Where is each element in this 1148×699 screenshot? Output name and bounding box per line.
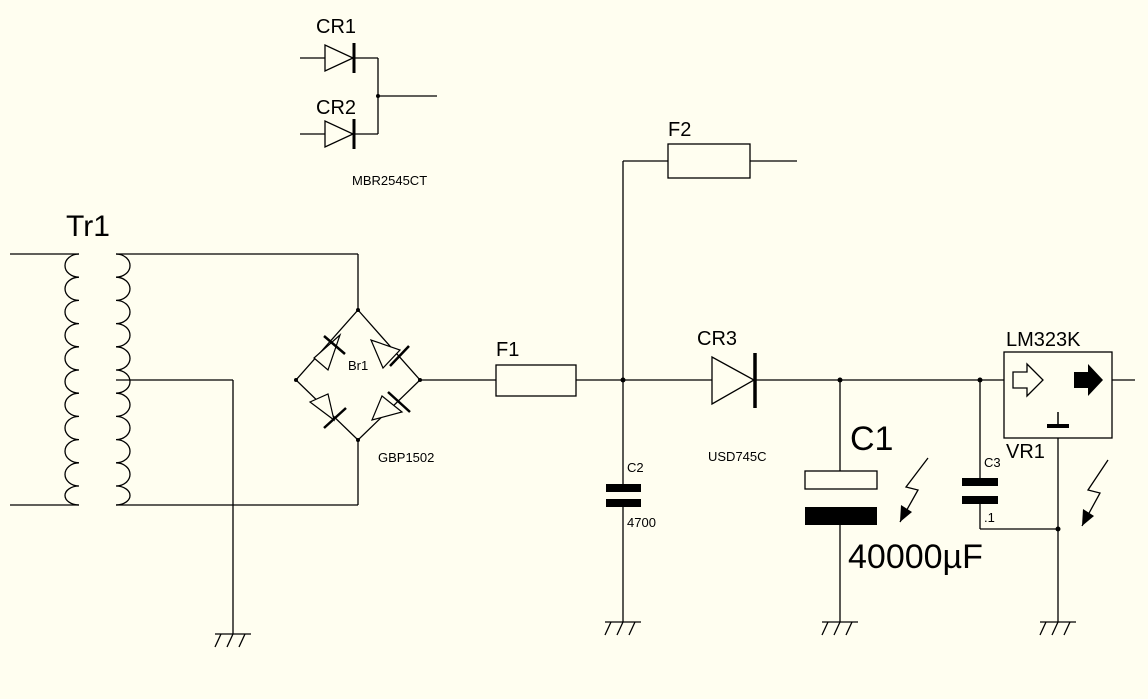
label-cr2: CR2 [316, 97, 356, 119]
capacitor-c2[interactable] [606, 484, 641, 507]
label-c3-value: .1 [984, 510, 995, 525]
ground-symbol [214, 633, 251, 648]
label-f1: F1 [496, 339, 519, 361]
label-c2-value: 4700 [627, 515, 656, 530]
dual-diode-cr1-cr2[interactable] [300, 43, 437, 149]
ground-symbol [1039, 621, 1076, 636]
label-c1-value: 40000µF [848, 538, 983, 576]
bridge-rectifier-br1[interactable] [294, 308, 422, 442]
ground-symbol [604, 621, 641, 636]
label-vr1: VR1 [1006, 441, 1045, 463]
label-cr-part: MBR2545CT [352, 173, 427, 188]
label-f2: F2 [668, 119, 691, 141]
diode-cr3[interactable] [711, 353, 757, 408]
label-c2: C2 [627, 460, 644, 475]
label-tr1: Tr1 [66, 210, 110, 243]
capacitor-c1[interactable] [804, 470, 878, 525]
label-cr3: CR3 [697, 328, 737, 350]
capacitor-c3[interactable] [962, 478, 998, 504]
label-c1: C1 [850, 420, 893, 458]
fuse-f2[interactable] [667, 143, 751, 179]
lightning-icon [1081, 459, 1109, 527]
label-br1: Br1 [348, 358, 368, 373]
ground-symbol [821, 621, 858, 636]
label-cr3-part: USD745C [708, 449, 767, 464]
label-c3: C3 [984, 455, 1001, 470]
label-lm: LM323K [1006, 329, 1081, 351]
fuse-f1[interactable] [495, 364, 577, 397]
regulator-lm323k[interactable] [1003, 351, 1113, 439]
label-br-part: GBP1502 [378, 450, 434, 465]
lightning-icon [899, 457, 929, 523]
label-cr1: CR1 [316, 16, 356, 38]
transformer-tr1[interactable] [10, 253, 358, 506]
